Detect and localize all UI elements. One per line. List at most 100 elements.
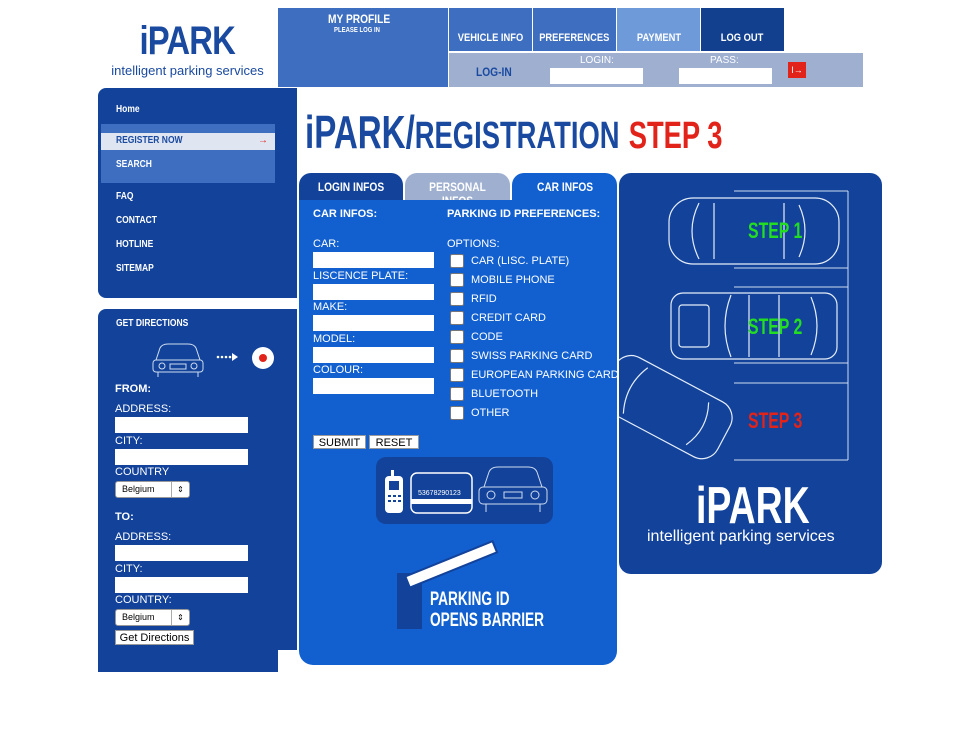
steps-panel <box>619 173 882 574</box>
tab-car-infos[interactable]: CAR INFOS <box>512 173 617 201</box>
make-label: MAKE: <box>313 301 348 313</box>
pass-caption: PASS: <box>710 55 739 66</box>
to-city-input[interactable] <box>115 577 248 593</box>
sidebar-item-search[interactable]: SEARCH <box>116 159 158 170</box>
from-city-input[interactable] <box>115 449 248 465</box>
option-checkbox-rfid[interactable] <box>450 292 464 306</box>
panel-logo-subtitle: intelligent parking services <box>647 528 835 545</box>
reset-button[interactable]: RESET <box>369 435 419 449</box>
page-title: iPARK/REGISTRATION STEP 3 <box>305 106 722 162</box>
option-checkbox-european-parking-card[interactable] <box>450 368 464 382</box>
logo-subtitle: intelligent parking services <box>111 63 264 78</box>
directions-title-label: GET DIRECTIONS <box>116 318 189 329</box>
nav-payment[interactable]: PAYMENT <box>617 8 700 51</box>
heading-brand: iPARK/ <box>305 106 415 158</box>
car-top-view-icon <box>668 197 840 265</box>
make-input[interactable] <box>313 315 434 331</box>
model-label: MODEL: <box>313 333 356 345</box>
nav-logout-label: LOG OUT <box>721 32 764 44</box>
login-input[interactable] <box>550 68 643 84</box>
nav-payment-label: PAYMENT <box>636 32 681 44</box>
sidebar-item-faq[interactable]: FAQ <box>116 191 137 202</box>
sidebar-item-label: SITEMAP <box>116 263 154 274</box>
sidebar-item-contact[interactable]: CONTACT <box>116 215 164 226</box>
car-front-icon <box>152 343 204 377</box>
password-input[interactable] <box>679 68 772 84</box>
barrier-caption-line2: OPENS BARRIER <box>430 610 545 631</box>
sidebar-item-home[interactable]: Home <box>116 104 144 115</box>
car-front-icon <box>478 466 548 512</box>
from-country-select[interactable]: Belgium⇕ <box>115 481 190 498</box>
options-label: OPTIONS: <box>447 238 500 250</box>
to-country-select[interactable]: Belgium⇕ <box>115 609 190 626</box>
login-caption: LOGIN: <box>580 55 614 66</box>
to-city-label: CITY: <box>115 563 143 575</box>
car-input[interactable] <box>313 252 434 268</box>
sidebar-item-register-now[interactable]: REGISTER NOW <box>116 135 194 146</box>
get-directions-button[interactable]: Get Directions <box>115 630 194 645</box>
option-checkbox-credit-card[interactable] <box>450 311 464 325</box>
option-label: CAR (LISC. PLATE) <box>471 255 570 267</box>
licence-plate-input[interactable] <box>313 284 434 300</box>
model-input[interactable] <box>313 347 434 363</box>
to-address-input[interactable] <box>115 545 248 561</box>
tab-label: CAR INFOS <box>536 180 593 194</box>
car-to-destination-icon <box>152 343 274 377</box>
my-profile-box[interactable] <box>278 8 448 87</box>
from-city-label: CITY: <box>115 435 143 447</box>
step-2-label: STEP 2 <box>748 314 803 339</box>
barrier-caption: PARKING ID OPENS BARRIER <box>430 589 544 631</box>
option-label: EUROPEAN PARKING CARD <box>471 369 619 381</box>
option-label: RFID <box>471 293 497 305</box>
sidebar-item-label: REGISTER NOW <box>116 135 183 146</box>
mobile-phone-icon <box>385 470 403 513</box>
option-checkbox-bluetooth[interactable] <box>450 387 464 401</box>
option-checkbox-mobile-phone[interactable] <box>450 273 464 287</box>
step-3-label: STEP 3 <box>748 408 803 433</box>
colour-input[interactable] <box>313 378 434 394</box>
to-country-label: COUNTRY: <box>115 594 172 606</box>
sidebar-search-bg <box>101 150 275 183</box>
option-label: OTHER <box>471 407 510 419</box>
steps-illustration <box>619 190 849 461</box>
option-checkbox-code[interactable] <box>450 330 464 344</box>
step-grid <box>734 190 849 461</box>
site-logo[interactable]: iPARK intelligent parking services <box>100 20 275 80</box>
directions-title: GET DIRECTIONS <box>116 318 201 329</box>
option-label: CREDIT CARD <box>471 312 546 324</box>
tab-login-infos[interactable]: LOGIN INFOS <box>299 173 403 201</box>
tab-label: LOGIN INFOS <box>317 180 385 194</box>
nav-logout[interactable]: LOG OUT <box>701 8 784 51</box>
sidebar-item-label: HOTLINE <box>116 239 154 250</box>
profile-title: MY PROFILE <box>328 12 391 26</box>
profile-subtitle: PLEASE LOG IN <box>334 27 380 34</box>
heading-registration: REGISTRATION <box>414 115 620 157</box>
sidebar-item-sitemap[interactable]: SITEMAP <box>116 263 160 274</box>
step-1-label: STEP 1 <box>748 218 803 243</box>
sidebar-register-highlight <box>101 133 275 150</box>
from-country-value: Belgium <box>122 484 155 494</box>
logo-title: iPARK <box>139 19 236 63</box>
arrow-right-icon: → <box>258 135 268 146</box>
option-checkbox-swiss-parking-card[interactable] <box>450 349 464 363</box>
sidebar-item-label: CONTACT <box>116 215 157 226</box>
select-arrows-icon: ⇕ <box>171 610 189 625</box>
from-address-input[interactable] <box>115 417 248 433</box>
barrier-arm <box>404 539 499 589</box>
option-label: BLUETOOTH <box>471 388 539 400</box>
sidebar-item-hotline[interactable]: HOTLINE <box>116 239 160 250</box>
car-top-view-icon <box>619 354 733 460</box>
nav-vehicle-info[interactable]: VEHICLE INFO <box>449 8 532 51</box>
option-checkbox-car-plate[interactable] <box>450 254 464 268</box>
colour-label: COLOUR: <box>313 364 364 376</box>
login-submit-button[interactable]: I→ <box>788 62 806 78</box>
sidebar-menu <box>98 88 297 298</box>
option-checkbox-other[interactable] <box>450 406 464 420</box>
nav-preferences[interactable]: PREFERENCES <box>533 8 616 51</box>
parking-prefs-title: PARKING ID PREFERENCES: <box>447 208 601 220</box>
submit-button[interactable]: SUBMIT <box>313 435 366 449</box>
tab-personal-infos[interactable]: PERSONAL INFOS <box>405 173 510 208</box>
car-infos-title: CAR INFOS: <box>313 208 378 220</box>
from-address-label: ADDRESS: <box>115 403 172 415</box>
car-label: CAR: <box>313 238 340 250</box>
